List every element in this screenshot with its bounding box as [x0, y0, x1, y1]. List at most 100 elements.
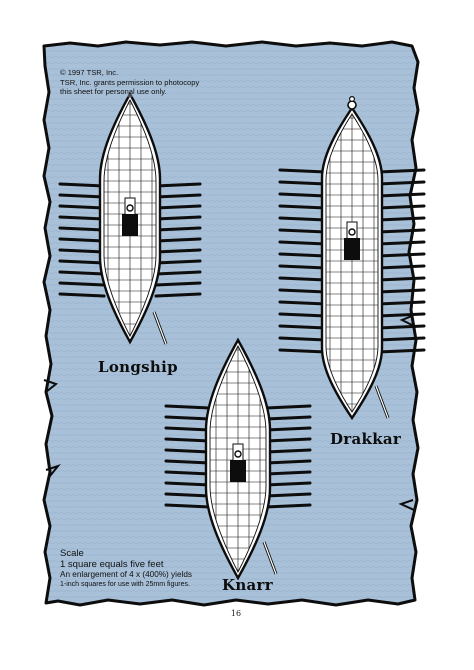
oar [376, 204, 426, 210]
oar [164, 426, 212, 432]
oar [154, 259, 202, 265]
oar [278, 276, 328, 282]
copyright-line-1: © 1997 TSR, Inc. [60, 68, 200, 78]
oar [376, 252, 426, 258]
oar [264, 470, 312, 476]
scale-legend: Scale 1 square equals five feet An enlar… [60, 548, 192, 589]
oar [278, 192, 328, 198]
copyright-line-2: TSR, Inc. grants permission to photocopy [60, 77, 200, 88]
oar [376, 300, 426, 306]
border-notch-left-lower [45, 463, 61, 477]
oar [278, 180, 328, 186]
oar [376, 228, 426, 234]
copyright-line-3: this sheet for personal use only. [60, 87, 200, 97]
oar [58, 193, 106, 199]
oar [278, 240, 328, 246]
ship-label-longship: Longship [98, 358, 178, 376]
mast-step [122, 214, 138, 236]
oar [164, 404, 212, 410]
oar [376, 264, 426, 270]
scale-line-1: 1 square equals five feet [60, 559, 164, 570]
oar [376, 180, 426, 186]
oar [278, 264, 328, 270]
oar [376, 336, 426, 342]
ship-label-drakkar: Drakkar [330, 430, 402, 448]
oar [58, 281, 106, 287]
oar [376, 240, 426, 246]
oar [264, 448, 312, 454]
oar [58, 259, 106, 265]
mast-step [230, 460, 246, 482]
page-number: 16 [230, 609, 242, 618]
oar [58, 248, 106, 254]
oar [264, 492, 312, 498]
steering-oar-blade [263, 541, 277, 575]
oar [154, 237, 202, 243]
oar [154, 182, 202, 188]
mast [234, 450, 242, 458]
oar [278, 168, 328, 174]
oar [154, 292, 202, 298]
oar [278, 252, 328, 258]
border-notch-right-lower [398, 499, 415, 511]
oar [278, 348, 328, 354]
oar [264, 481, 312, 487]
copyright-notice: © 1997 TSR, Inc. TSR, Inc. grants permis… [60, 68, 200, 97]
ship-drakkar [278, 95, 426, 421]
scale-line-2: An enlargement of 4 x (400%) yields [60, 570, 192, 579]
oar [58, 270, 106, 276]
border-notch-left [43, 379, 59, 393]
mast [348, 228, 356, 236]
oar [376, 216, 426, 222]
steering-oar-blade [375, 385, 389, 419]
oar [164, 437, 212, 443]
scale-line-3: 1-inch squares for use with 25mm figures… [60, 581, 190, 588]
oar [154, 248, 202, 254]
oar [58, 215, 106, 221]
oar [154, 281, 202, 287]
scale-title: Scale [60, 548, 84, 559]
oar [164, 492, 212, 498]
oar [278, 336, 328, 342]
oar [278, 324, 328, 330]
oar [264, 437, 312, 443]
steering-oar-blade [153, 311, 167, 345]
oar [58, 237, 106, 243]
oar [58, 226, 106, 232]
ship-longship [58, 91, 202, 345]
oar [278, 228, 328, 234]
oar [58, 204, 106, 210]
oar [376, 168, 426, 174]
mast [126, 204, 134, 212]
oar [278, 216, 328, 222]
oar [376, 288, 426, 294]
oar [264, 404, 312, 410]
oar [278, 288, 328, 294]
ship-label-knarr: Knarr [222, 576, 273, 594]
oar [376, 276, 426, 282]
oar [164, 448, 212, 454]
oar [278, 204, 328, 210]
oar [164, 470, 212, 476]
oar [154, 270, 202, 276]
oar [278, 300, 328, 306]
oar [376, 324, 426, 330]
oar [154, 226, 202, 232]
oar [264, 415, 312, 421]
oar [154, 193, 202, 199]
oar [278, 312, 328, 318]
oar [164, 415, 212, 421]
oar [58, 182, 106, 188]
oar [376, 348, 426, 354]
oar [264, 503, 312, 509]
oar [264, 459, 312, 465]
oar [58, 292, 106, 298]
border-notch-right [399, 315, 415, 327]
oar [164, 481, 212, 487]
oar [376, 192, 426, 198]
oar [154, 215, 202, 221]
dragon-head-crest [349, 95, 356, 102]
mast-step [344, 238, 360, 260]
dragon-head [347, 100, 357, 110]
